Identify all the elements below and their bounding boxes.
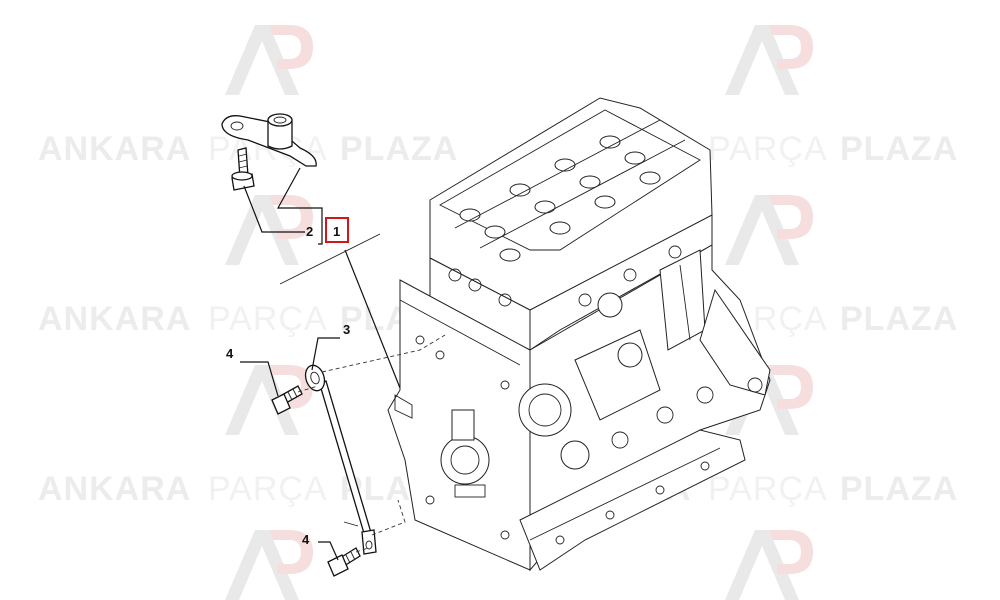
watermark-word: PLAZA xyxy=(840,300,958,338)
callout-4-lower[interactable]: 4 xyxy=(302,532,310,547)
part-bracket[interactable] xyxy=(221,113,317,167)
watermark-word: PARÇA xyxy=(708,130,828,168)
part-bolt-lower[interactable] xyxy=(327,547,361,577)
watermark-logo xyxy=(725,530,813,600)
watermark-logo xyxy=(225,25,313,95)
watermark-logo xyxy=(225,195,313,265)
callout-3[interactable]: 3 xyxy=(343,322,350,337)
callout-4-upper[interactable]: 4 xyxy=(226,346,234,361)
watermark-logo xyxy=(225,530,313,600)
callout-1[interactable]: 1 xyxy=(333,224,340,239)
watermark-word: ANKARA xyxy=(38,130,191,168)
watermark-logo xyxy=(725,365,813,435)
watermark-logo xyxy=(225,365,313,435)
watermark-word: PARÇA xyxy=(708,470,828,508)
engine-block xyxy=(387,97,771,572)
part-bracket-bolt[interactable] xyxy=(231,147,255,191)
callout-labels: 1 2 3 4 4 xyxy=(226,217,350,547)
watermark-logo xyxy=(725,195,813,265)
valve-train xyxy=(454,119,686,262)
part-bolt-upper[interactable] xyxy=(271,385,303,415)
watermark-word: ANKARA xyxy=(38,300,191,338)
callout-1-highlight xyxy=(325,217,349,243)
watermark-logo xyxy=(725,25,813,95)
leader-lines xyxy=(240,167,401,561)
watermark-word: PLAZA xyxy=(840,470,958,508)
watermark-word: PLAZA xyxy=(840,130,958,168)
part-rod[interactable] xyxy=(302,363,377,555)
callout-2[interactable]: 2 xyxy=(306,224,313,239)
watermark-word: PARÇA xyxy=(208,470,328,508)
watermark-word: PARÇA xyxy=(208,300,328,338)
watermark-word: PLAZA xyxy=(340,130,458,168)
watermark-word: ANKARA xyxy=(38,470,191,508)
assembly-guides xyxy=(297,334,446,553)
